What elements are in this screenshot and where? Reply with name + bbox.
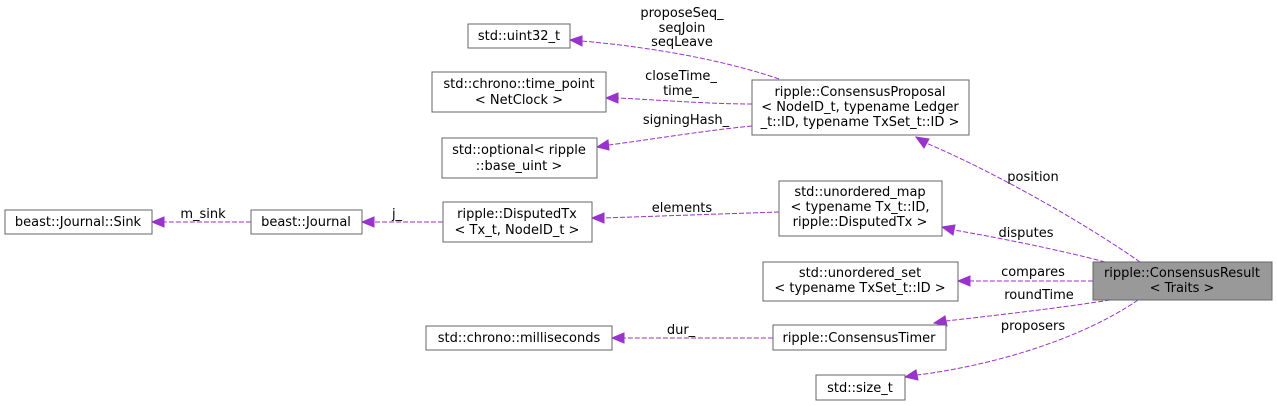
node-label: < NodeID_t, typename Ledger — [761, 100, 959, 115]
node-label: < typename Tx_t::ID, — [790, 200, 929, 215]
edge-result-to-uset: compares — [956, 265, 1093, 287]
edge-label-dur: dur_ — [667, 323, 696, 338]
node-consensus-timer[interactable]: ripple::ConsensusTimer — [772, 324, 947, 351]
node-journal[interactable]: beast::Journal — [250, 209, 363, 235]
edge-result-to-size-t: proposers — [903, 299, 1139, 381]
node-label: ripple::ConsensusResult — [1104, 266, 1260, 281]
edge-proposal-to-uint32: proposeSeq_ seqJoin seqLeave — [568, 6, 780, 80]
edge-result-to-proposal: position — [914, 136, 1141, 263]
edge-label-disputes: disputes — [999, 226, 1054, 241]
node-label: std::chrono::time_point — [443, 77, 594, 92]
node-label: ripple::ConsensusTimer — [782, 331, 936, 346]
edge-label-time: time_ — [663, 84, 699, 99]
node-label: std::optional< ripple — [452, 143, 586, 158]
node-label: < typename TxSet_t::ID > — [774, 281, 945, 296]
node-milliseconds[interactable]: std::chrono::milliseconds — [425, 325, 613, 351]
edge-timer-to-milliseconds: dur_ — [610, 323, 774, 344]
node-uint32[interactable]: std::uint32_t — [467, 23, 571, 49]
edge-journal-to-sink: m_sink — [150, 207, 251, 228]
edge-label-signing-hash: signingHash_ — [643, 113, 730, 128]
node-unordered-set[interactable]: std::unordered_set < typename TxSet_t::I… — [762, 261, 959, 302]
node-optional[interactable]: std::optional< ripple ::base_uint > — [441, 137, 598, 179]
node-label: < NetClock > — [475, 93, 563, 108]
edge-label-close-time: closeTime_ — [645, 69, 717, 84]
node-label: std::unordered_map — [794, 185, 925, 200]
edge-proposal-to-time-point: closeTime_ time_ — [604, 69, 753, 105]
node-label: ripple::ConsensusProposal — [774, 85, 945, 100]
edge-label-compares: compares — [1001, 265, 1065, 280]
edge-label-proposers: proposers — [1001, 319, 1066, 334]
node-label: beast::Journal — [261, 215, 351, 230]
node-label: std::chrono::milliseconds — [438, 331, 601, 346]
edge-label-j: j_ — [391, 207, 403, 222]
edge-label-propose-seq: proposeSeq_ — [640, 6, 724, 21]
node-journal-sink[interactable]: beast::Journal::Sink — [4, 209, 153, 235]
node-label: ripple::DisputedTx > — [793, 215, 928, 230]
node-consensus-proposal[interactable]: ripple::ConsensusProposal < NodeID_t, ty… — [751, 79, 970, 136]
node-unordered-map[interactable]: std::unordered_map < typename Tx_t::ID, … — [778, 180, 943, 237]
node-label: ripple::DisputedTx — [457, 207, 577, 222]
node-label: _t::ID, typename TxSet_t::ID > — [760, 115, 960, 130]
edge-label-round-time: roundTime — [1004, 288, 1074, 303]
node-label: ::base_uint > — [476, 159, 562, 174]
node-label: std::uint32_t — [478, 29, 560, 44]
node-consensus-result[interactable]: ripple::ConsensusResult < Traits > — [1092, 261, 1273, 301]
edge-label-m-sink: m_sink — [180, 207, 226, 222]
edge-label-position: position — [1007, 170, 1059, 185]
edge-label-seq-join: seqJoin — [659, 21, 706, 36]
edge-disputedtx-to-journal: j_ — [360, 207, 443, 228]
node-time-point[interactable]: std::chrono::time_point < NetClock > — [431, 71, 607, 113]
node-disputed-tx[interactable]: ripple::DisputedTx < Tx_t, NodeID_t > — [442, 201, 593, 243]
node-label: < Tx_t, NodeID_t > — [455, 223, 580, 238]
node-label: std::unordered_set — [799, 266, 921, 281]
edge-label-elements: elements — [652, 201, 713, 216]
node-label: beast::Journal::Sink — [15, 215, 142, 230]
edge-umap-to-disputedtx: elements — [590, 201, 780, 224]
edge-proposal-to-optional: signingHash_ — [595, 113, 753, 151]
node-size-t[interactable]: std::size_t — [815, 374, 906, 401]
edge-result-to-timer: roundTime — [932, 288, 1111, 327]
node-label: std::size_t — [827, 381, 893, 396]
node-label: < Traits > — [1150, 281, 1215, 296]
edge-result-to-umap: disputes — [940, 224, 1106, 263]
edge-label-seq-leave: seqLeave — [651, 35, 713, 50]
